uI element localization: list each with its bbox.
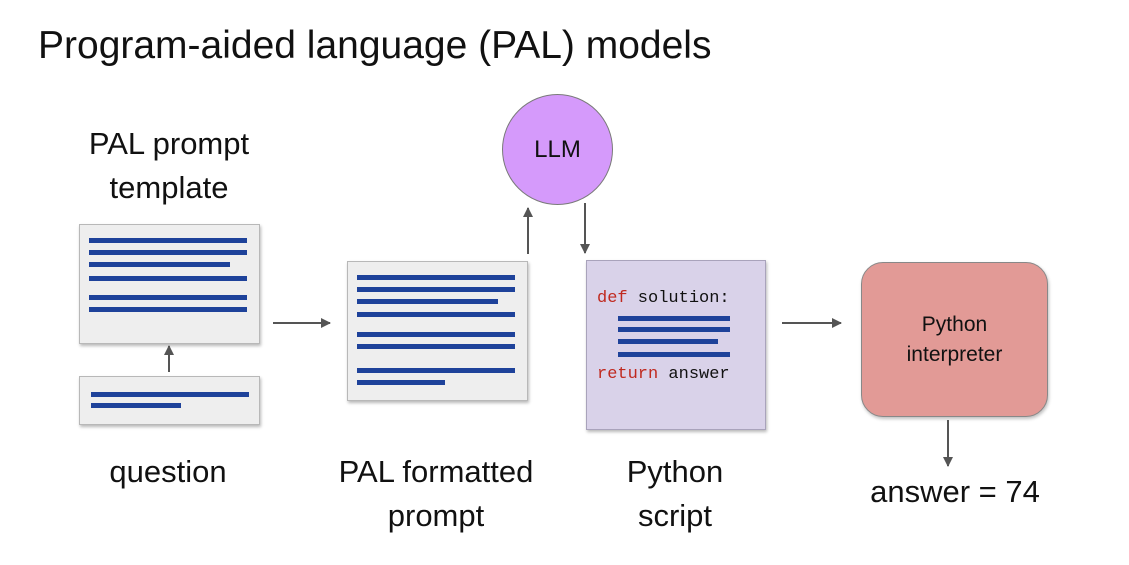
llm-node: LLM: [502, 94, 613, 205]
text-line: [357, 344, 515, 349]
llm-label: LLM: [534, 135, 581, 163]
text-line: [89, 238, 247, 243]
text-line: [357, 299, 498, 304]
text-line: [89, 295, 247, 300]
return-value: answer: [658, 365, 730, 384]
formatted-prompt-document: [347, 261, 528, 401]
def-keyword: def: [597, 289, 628, 308]
python-script-box: def solution: return answer: [586, 260, 766, 430]
def-line: def solution:: [597, 289, 730, 309]
code-line: [618, 352, 730, 357]
text-line: [357, 275, 515, 280]
text-line: [89, 276, 247, 281]
formatted-label: PAL formatted prompt: [338, 454, 534, 533]
interpreter-label: Python interpreter: [906, 312, 1003, 366]
code-line: [618, 316, 730, 321]
script-label: Python script: [626, 454, 724, 533]
text-line: [357, 287, 515, 292]
return-line: return answer: [597, 365, 730, 385]
text-line: [357, 332, 515, 337]
text-line: [357, 312, 515, 317]
template-document: [79, 224, 260, 344]
return-keyword: return: [597, 365, 659, 384]
text-line: [89, 250, 247, 255]
question-label: question: [109, 454, 227, 489]
answer-label: answer = 74: [870, 474, 1040, 509]
python-interpreter-box: Python interpreter: [861, 262, 1048, 417]
text-line: [91, 392, 249, 397]
text-line: [91, 403, 181, 408]
code-line: [618, 327, 730, 332]
def-signature: solution:: [627, 289, 730, 308]
page-title: Program-aided language (PAL) models: [38, 24, 712, 67]
template-label: PAL prompt template: [88, 126, 250, 205]
text-line: [357, 380, 445, 385]
text-line: [89, 262, 230, 267]
text-line: [357, 368, 515, 373]
question-document: [79, 376, 260, 425]
code-line: [618, 339, 718, 344]
text-line: [89, 307, 247, 312]
